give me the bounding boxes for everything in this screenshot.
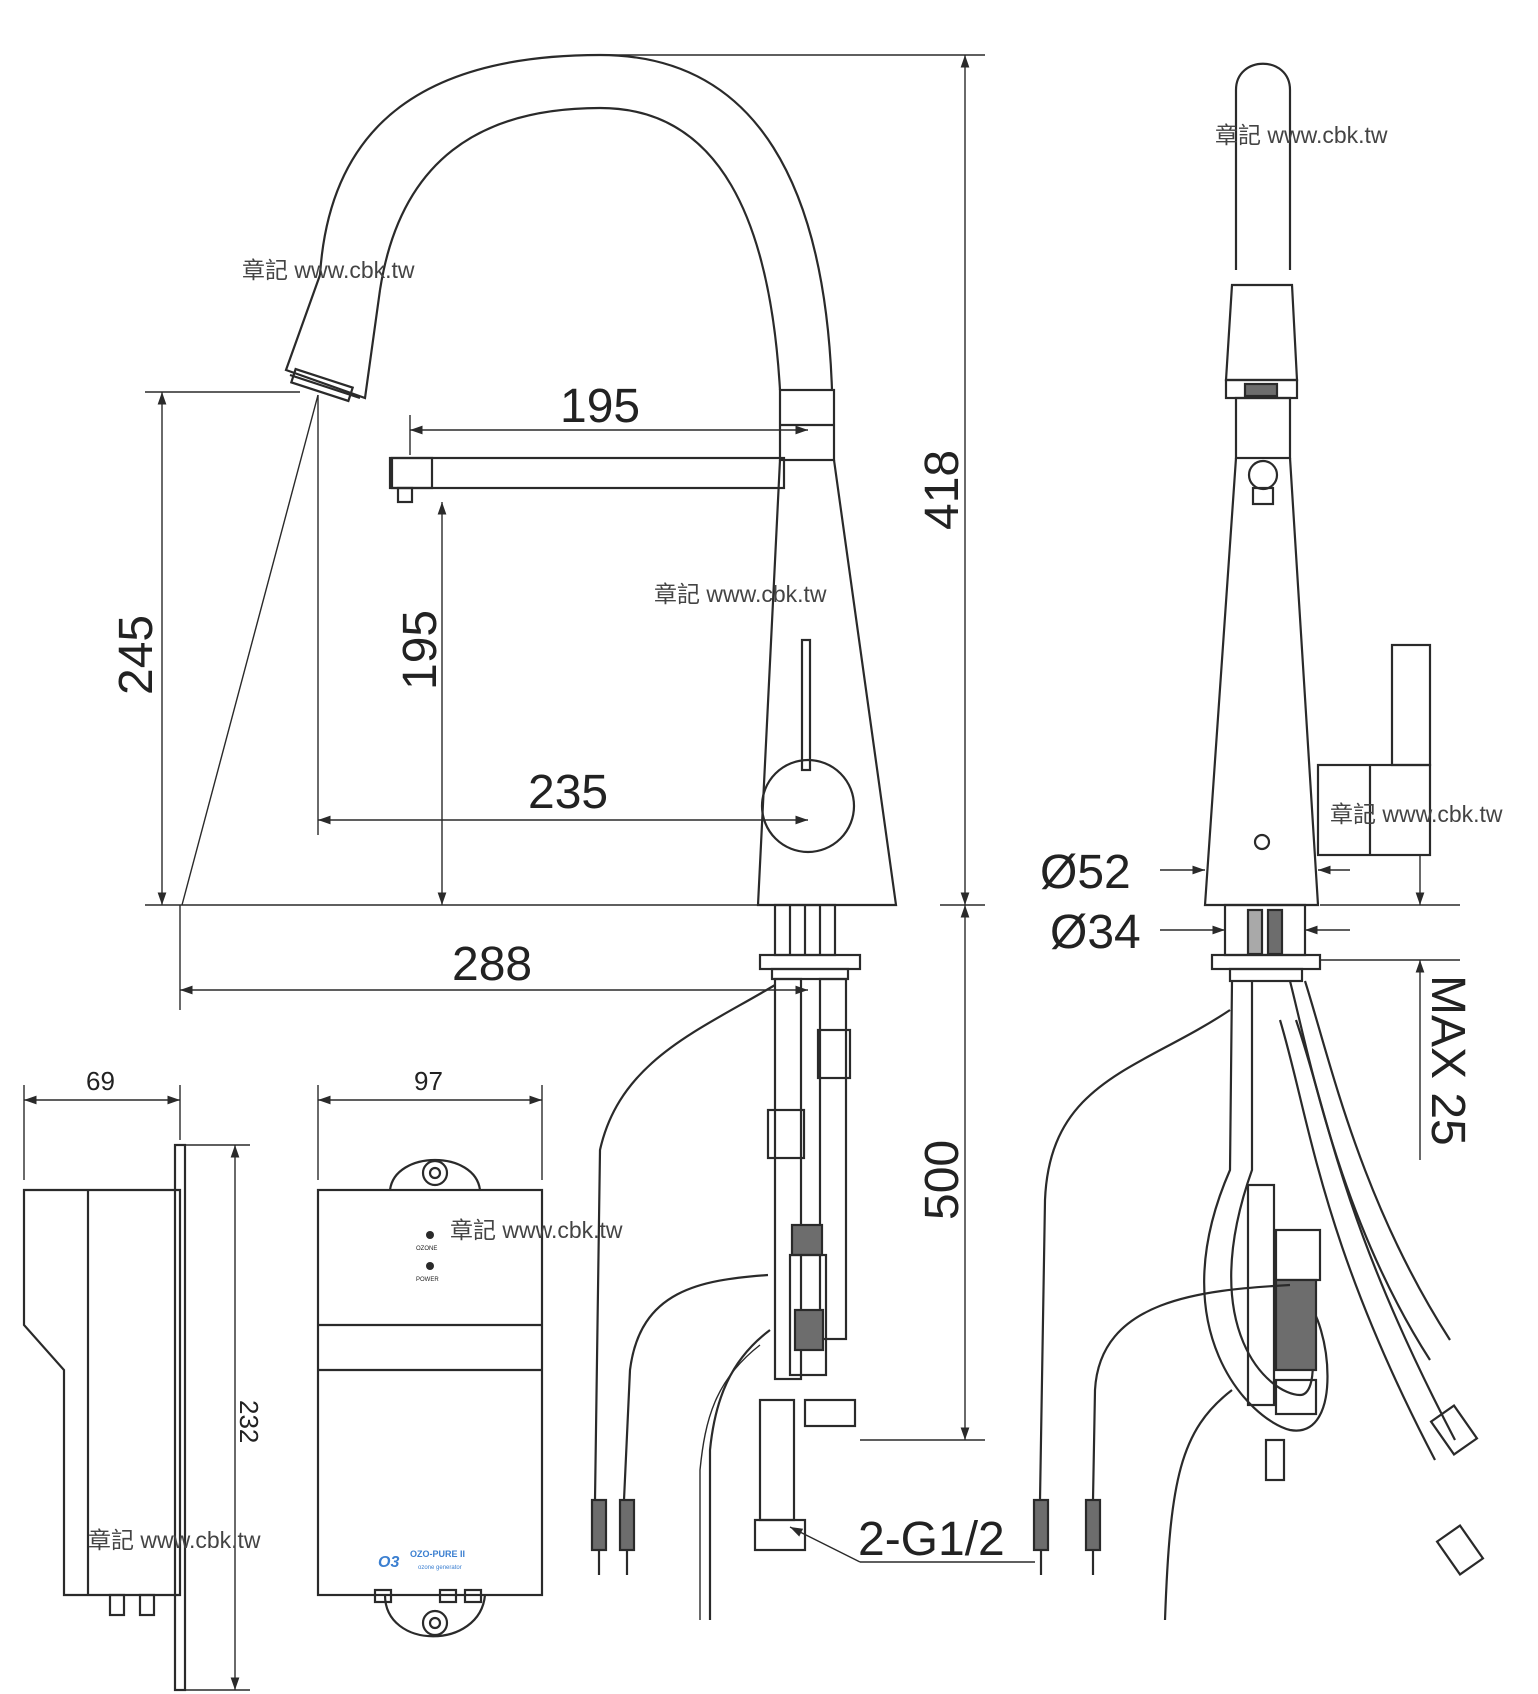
- side-dimension-lines: [1160, 855, 1460, 1160]
- ozone-brand-sub: ozone generator: [418, 1565, 462, 1571]
- watermark: 章記 www.cbk.tw: [88, 1527, 261, 1553]
- dim-spout-reach: 195: [560, 380, 640, 433]
- ozone-box-front-dims: [317, 1085, 543, 1180]
- watermark: 章記 www.cbk.tw: [654, 581, 827, 607]
- watermark: 章記 www.cbk.tw: [450, 1217, 623, 1243]
- dim-max-deck: MAX 25: [1421, 975, 1474, 1146]
- dim-connection: 2-G1/2: [858, 1513, 1005, 1566]
- dim-box-depth: 69: [86, 1066, 115, 1096]
- ozone-indicator-label: OZONE: [416, 1246, 437, 1252]
- dim-shank-diameter: Ø34: [1050, 906, 1141, 959]
- watermark: 章記 www.cbk.tw: [242, 257, 415, 283]
- watermark: 章記 www.cbk.tw: [1215, 122, 1388, 148]
- front-dimension-lines: [145, 54, 1035, 1563]
- ozone-indicator-led: [426, 1231, 434, 1239]
- dim-total-height: 418: [916, 450, 969, 530]
- dim-base-diameter: Ø52: [1040, 846, 1131, 899]
- dim-outlet-height: 245: [110, 615, 163, 695]
- ozone-box-side-view: [22, 1143, 187, 1692]
- ozone-brand: OZO-PURE II: [410, 1549, 465, 1559]
- dim-spray-reach: 235: [528, 766, 608, 819]
- dim-box-height: 232: [234, 1400, 264, 1443]
- ozone-box-front-view: [316, 1159, 544, 1638]
- ozone-logo: O3: [378, 1554, 399, 1571]
- front-view-faucet: [284, 53, 898, 1620]
- watermark: 章記 www.cbk.tw: [1330, 801, 1503, 827]
- dim-box-width: 97: [414, 1066, 443, 1096]
- ozone-box-side-dims: [23, 1085, 250, 1691]
- power-indicator-label: POWER: [416, 1277, 439, 1283]
- side-view-faucet: [1032, 62, 1485, 1621]
- dim-spray-height: 195: [394, 610, 447, 690]
- dim-hose-length: 500: [916, 1140, 969, 1220]
- dim-pulled-reach: 288: [452, 938, 532, 991]
- power-indicator-led: [426, 1262, 434, 1270]
